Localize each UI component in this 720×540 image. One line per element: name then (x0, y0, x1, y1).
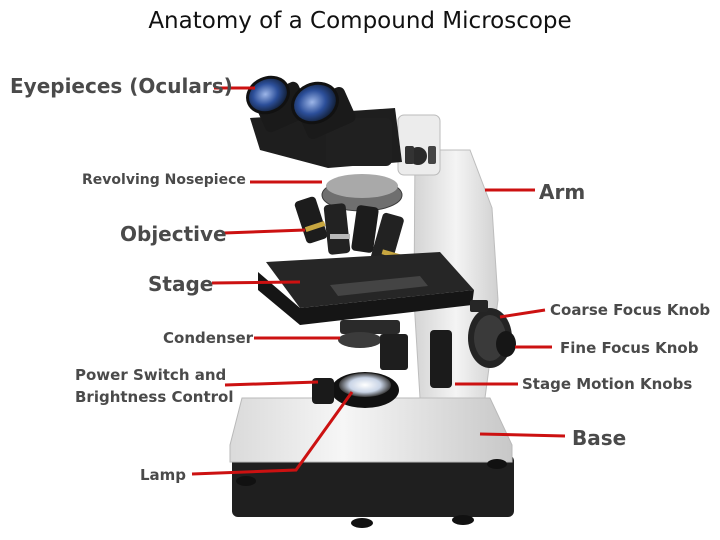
condenser (338, 320, 408, 370)
leader-coarse-focus (500, 310, 545, 317)
leader-base (480, 434, 565, 436)
label-power-switch-line1: Power Switch and (75, 366, 226, 384)
leader-objective (224, 230, 305, 233)
label-arm: Arm (539, 180, 585, 204)
label-lamp: Lamp (140, 466, 186, 484)
label-stage: Stage (148, 272, 213, 296)
label-stage-motion-knobs: Stage Motion Knobs (522, 375, 692, 393)
label-base: Base (572, 426, 626, 450)
label-condenser: Condenser (163, 329, 253, 347)
leader-power-switch (225, 382, 318, 385)
label-power-switch-line2: Brightness Control (75, 388, 234, 406)
eyepiece-head (242, 71, 402, 168)
label-coarse-focus-knob: Coarse Focus Knob (550, 301, 710, 319)
label-revolving-nosepiece: Revolving Nosepiece (82, 172, 246, 189)
label-fine-focus-knob: Fine Focus Knob (560, 339, 698, 357)
lamp-housing (312, 372, 399, 408)
leader-stage (212, 282, 300, 283)
label-objective: Objective (120, 222, 227, 246)
label-eyepieces: Eyepieces (Oculars) (10, 74, 233, 98)
microscope-base (230, 398, 514, 528)
nosepiece-objectives (294, 174, 405, 268)
